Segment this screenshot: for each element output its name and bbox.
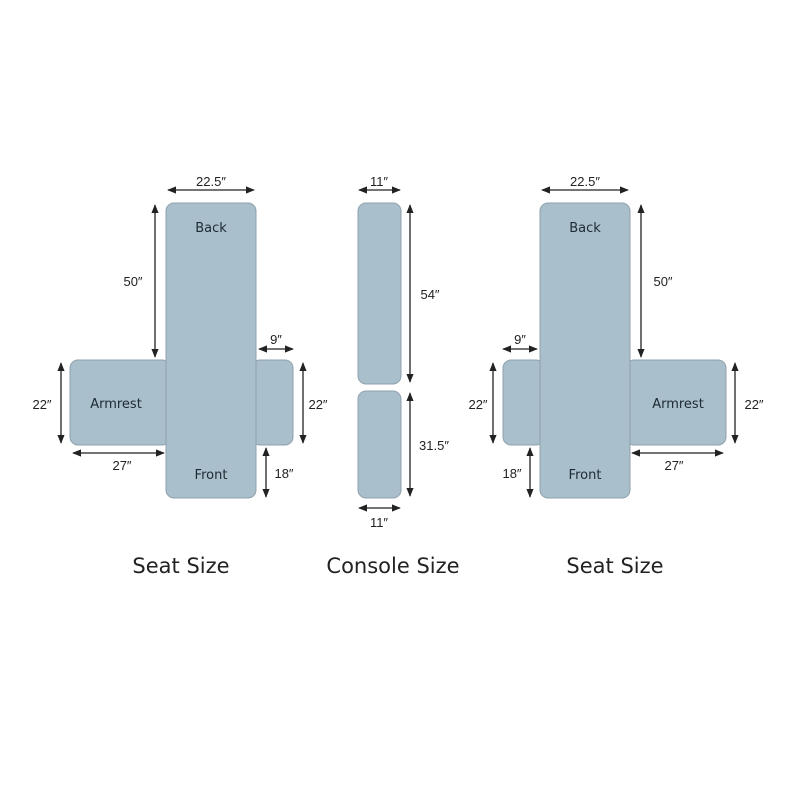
- console-top-length-label: 54″: [420, 287, 439, 302]
- console-top-width-label: 11″: [370, 174, 388, 189]
- flap-width-label: 9″: [270, 332, 282, 347]
- console-bottom-length-label: 31.5″: [419, 438, 449, 453]
- flap-height-label: 22″: [468, 397, 487, 412]
- console-diagram: 11″ 54″ 31.5″ 11″ Console Size: [326, 174, 459, 578]
- armrest-label: Armrest: [652, 397, 704, 412]
- seat-left-diagram: 22.5″ 50″ 9″ 22″ 22″ 27″ 18″ BackArmrestFrontSe…: [32, 174, 327, 578]
- console-size-title: Console Size: [326, 554, 459, 578]
- width-label: 22.5″: [196, 174, 226, 189]
- back-length-label: 50″: [653, 274, 672, 289]
- armrest-height-label: 22″: [32, 397, 51, 412]
- console-bottom-panel: [357, 390, 402, 499]
- flap-height-label: 22″: [308, 397, 327, 412]
- back-length-label: 50″: [123, 274, 142, 289]
- armrest-label: Armrest: [90, 397, 142, 412]
- armrest-width-label: 27″: [664, 458, 683, 473]
- front-label: Front: [195, 468, 228, 483]
- seat-size-title: Seat Size: [132, 554, 229, 578]
- seat-back-panel: [539, 202, 631, 499]
- seat-back-panel: [165, 202, 257, 499]
- width-label: 22.5″: [570, 174, 600, 189]
- armrest-height-label: 22″: [744, 397, 763, 412]
- front-length-label: 18″: [274, 466, 293, 481]
- console-bottom-width-label: 11″: [370, 515, 388, 530]
- seat-right-diagram: 22.5″ 50″ 9″ 22″ 22″ 27″ 18″ BackArmrestFrontSe…: [468, 174, 763, 578]
- seat-size-title: Seat Size: [566, 554, 663, 578]
- armrest-width-label: 27″: [112, 458, 131, 473]
- side-flap-panel: [251, 359, 294, 446]
- front-label: Front: [569, 468, 602, 483]
- console-top-panel: [357, 202, 402, 385]
- flap-width-label: 9″: [514, 332, 526, 347]
- front-length-label: 18″: [502, 466, 521, 481]
- side-flap-panel: [502, 359, 545, 446]
- back-label: Back: [195, 221, 227, 236]
- back-label: Back: [569, 221, 601, 236]
